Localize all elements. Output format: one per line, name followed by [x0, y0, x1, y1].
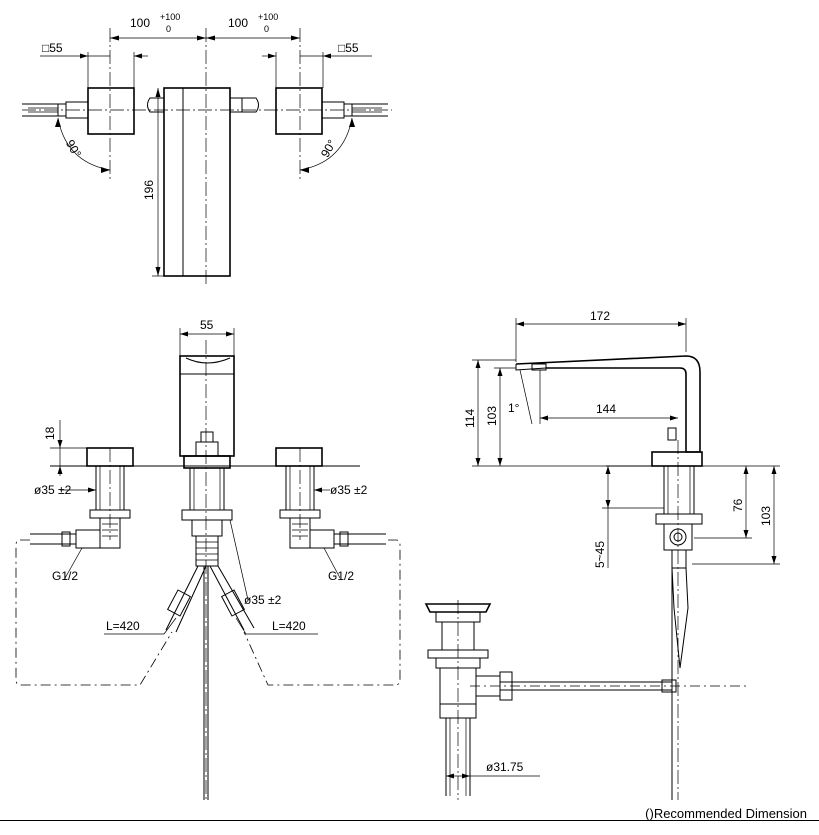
deck-range-label: 5~45 — [593, 541, 607, 568]
square-left-label: □55 — [42, 41, 63, 55]
drain-assembly: ø31.75 — [424, 600, 540, 800]
hole-left-label: ø35 ±2 — [34, 483, 72, 497]
dim-right-tol-lower: 0 — [264, 24, 269, 34]
side-view: 172 144 1° 114 103 5~45 76 — [463, 309, 780, 800]
below-76-label: 76 — [731, 498, 745, 512]
top-view: 100 +100 0 100 +100 0 □55 □55 — [22, 12, 392, 285]
reach-label: 172 — [590, 309, 610, 323]
dim-right-spacing: 100 — [228, 16, 248, 30]
dim-right-tol-upper: +100 — [258, 12, 278, 22]
spout-depth-label: 196 — [142, 180, 156, 200]
recommended-dimension-note: ()Recommended Dimension — [645, 806, 807, 821]
footer-rule — [0, 820, 819, 835]
square-right-label: □55 — [338, 41, 359, 55]
drain-diameter-label: ø31.75 — [486, 760, 524, 774]
hole-right-label: ø35 ±2 — [330, 483, 368, 497]
thread-right-label: G1/2 — [328, 569, 354, 583]
below-103-label: 103 — [759, 506, 773, 526]
reach-inner-label: 144 — [596, 402, 616, 416]
tilt-label: 1° — [508, 401, 520, 415]
angle-right-label: 90° — [318, 137, 339, 160]
dim-left-tol-lower: 0 — [166, 24, 171, 34]
hose-right-label: L=420 — [272, 619, 306, 633]
height-total-label: 114 — [463, 409, 477, 428]
thread-left-label: G1/2 — [52, 569, 78, 583]
front-view: 55 18 ø35 ±2 G1/2 — [15, 318, 401, 800]
hole-center-label: ø35 ±2 — [244, 593, 282, 607]
dim-left-tol-upper: +100 — [160, 12, 180, 22]
dim-left-spacing: 100 — [130, 16, 150, 30]
handle-height-label: 18 — [43, 426, 57, 440]
hose-left-label: L=420 — [106, 619, 140, 633]
height-outlet-label: 103 — [485, 406, 499, 426]
spout-width-label: 55 — [200, 318, 214, 332]
